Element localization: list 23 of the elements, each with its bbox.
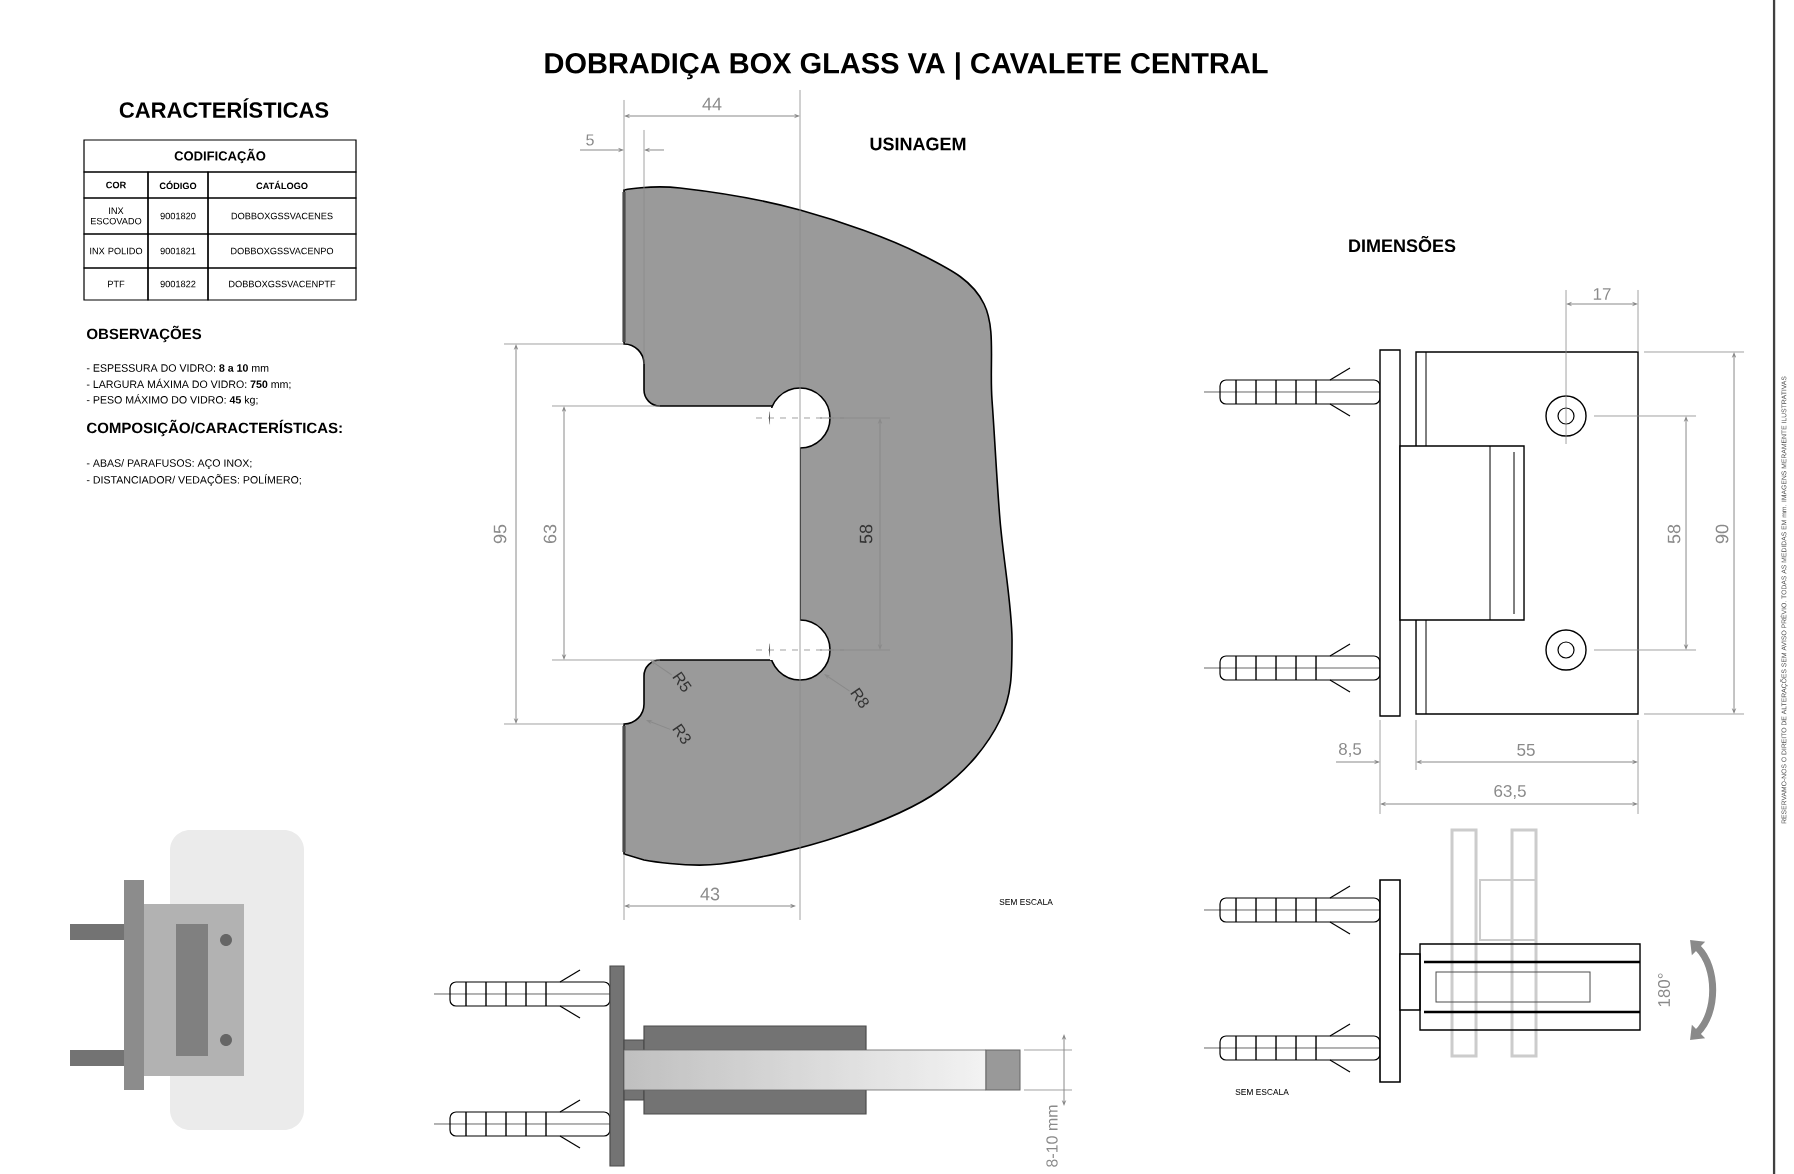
section-heading: CARACTERÍSTICAS [119,98,329,118]
leader-line [650,660,673,676]
dimension-label: 5 [586,134,594,146]
radius-label: R8 [850,687,869,708]
dimension-label: 55 [1517,744,1535,756]
dimension-label: 58 [859,524,873,544]
dimension-label: 44 [702,97,722,111]
dimension-label: 8,5 [1338,743,1362,757]
dimension-label: 58 [1667,524,1681,544]
leader-line [824,674,851,692]
section-heading: DIMENSÕES [1349,235,1456,253]
dimension-label: 43 [700,887,720,901]
radius-label: R5 [672,671,692,692]
dimension-label: 17 [1593,288,1611,300]
dimension-label: 90 [1715,524,1729,544]
dimension-label: 63,5 [1494,785,1526,799]
angle-label: 180° [1658,973,1671,1007]
radius-label: R3 [672,723,691,744]
section-heading: USINAGEM [870,137,966,151]
dimension-label: 63 [543,524,557,544]
dimension-label: 95 [493,524,507,544]
title: DOBRADIÇA BOX GLASS VA | CAVALETE CENTRAL [545,52,1268,80]
dimension-label: 8-10 mm [1046,1105,1058,1167]
